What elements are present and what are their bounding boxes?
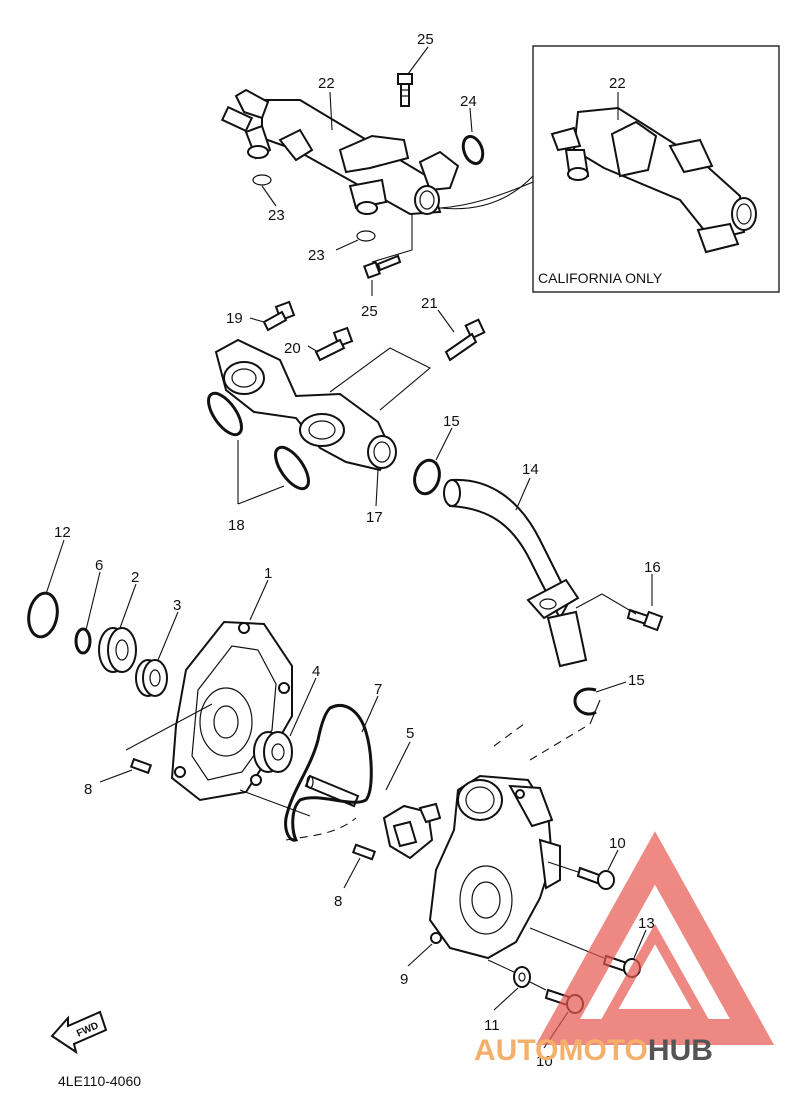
callout-17: 17 — [366, 509, 383, 526]
dowel-pin-8-center — [351, 843, 377, 861]
callout-5: 5 — [406, 725, 414, 742]
o-ring-23-upper — [252, 174, 272, 186]
oil-seal-3 — [135, 659, 168, 697]
callout-12: 12 — [54, 524, 71, 541]
coolant-hose-14 — [443, 478, 588, 668]
impeller-4 — [253, 731, 293, 773]
callout-2: 2 — [131, 569, 139, 586]
washer-11 — [513, 966, 531, 988]
circlip-12 — [27, 591, 59, 639]
callout-10-upper: 10 — [609, 835, 626, 852]
o-ring-15-lower — [573, 687, 597, 716]
watermark-part1: AUTOMOTO — [474, 1034, 648, 1067]
o-ring-gasket-7 — [284, 704, 373, 842]
o-ring-24 — [461, 134, 485, 166]
callout-22-main: 22 — [318, 75, 335, 92]
circlip-6 — [74, 627, 92, 655]
drive-coupling — [382, 802, 442, 860]
callout-22-inset: 22 — [609, 75, 626, 92]
callout-25-top: 25 — [417, 31, 434, 48]
o-ring-23-lower — [356, 230, 376, 242]
automotohub-logo: AUTOMOTOHUB — [474, 831, 775, 1067]
callout-6: 6 — [95, 557, 103, 574]
callout-3: 3 — [173, 597, 181, 614]
pump-cover-1 — [170, 620, 293, 802]
callout-numbers: 25 22 24 23 23 25 22 19 20 21 15 18 17 1… — [54, 31, 661, 1070]
bolt-10-upper — [576, 866, 615, 890]
callout-15-upper: 15 — [443, 413, 460, 430]
bolt-16 — [626, 608, 664, 632]
o-ring-18-a — [207, 391, 243, 437]
bolt-21 — [444, 318, 486, 362]
callout-23-upper: 23 — [268, 207, 285, 224]
bolt-20 — [314, 326, 354, 362]
callout-18: 18 — [228, 517, 245, 534]
california-only-inset: CALIFORNIA ONLY — [439, 45, 780, 293]
callout-11: 11 — [484, 1017, 500, 1034]
pump-housing-9 — [428, 774, 561, 960]
callout-7: 7 — [374, 681, 382, 698]
o-ring-15-upper — [413, 458, 441, 496]
callout-20: 20 — [284, 340, 301, 357]
impeller-shaft-5 — [304, 774, 360, 808]
callout-23-lower: 23 — [308, 247, 325, 264]
callout-21: 21 — [421, 295, 438, 312]
bolt-25-lower — [363, 254, 402, 279]
dowel-pin-8-left — [129, 757, 153, 775]
callout-10-lower: 10 — [536, 1053, 553, 1070]
bolt-25-top — [397, 73, 413, 107]
callout-15-lower: 15 — [628, 672, 645, 689]
callout-14: 14 — [522, 461, 539, 478]
callout-4: 4 — [312, 663, 320, 680]
callout-9: 9 — [400, 971, 408, 988]
watermark-part2: HUB — [648, 1034, 713, 1067]
water-manifold-17 — [214, 338, 397, 472]
callout-8-left: 8 — [84, 781, 92, 798]
callout-19: 19 — [226, 310, 243, 327]
inset-caption: CALIFORNIA ONLY — [538, 270, 663, 286]
bolt-19 — [262, 300, 296, 332]
o-ring-18-b — [274, 445, 310, 491]
callout-leaders — [45, 46, 653, 1049]
callout-16: 16 — [644, 559, 661, 576]
callout-8-center: 8 — [334, 893, 342, 910]
coolant-pipe-assembly — [220, 88, 460, 216]
bearing-2 — [98, 627, 137, 673]
svg-text:AUTOMOTOHUB: AUTOMOTOHUB — [474, 1034, 713, 1067]
callout-25-lower: 25 — [361, 303, 378, 320]
fwd-arrow-icon: FWD — [50, 1010, 108, 1055]
callout-1: 1 — [264, 565, 272, 582]
warning-triangle-icon — [535, 831, 775, 1045]
part-code: 4LE110-4060 — [58, 1073, 141, 1089]
callout-13: 13 — [638, 915, 655, 932]
callout-24: 24 — [460, 93, 477, 110]
